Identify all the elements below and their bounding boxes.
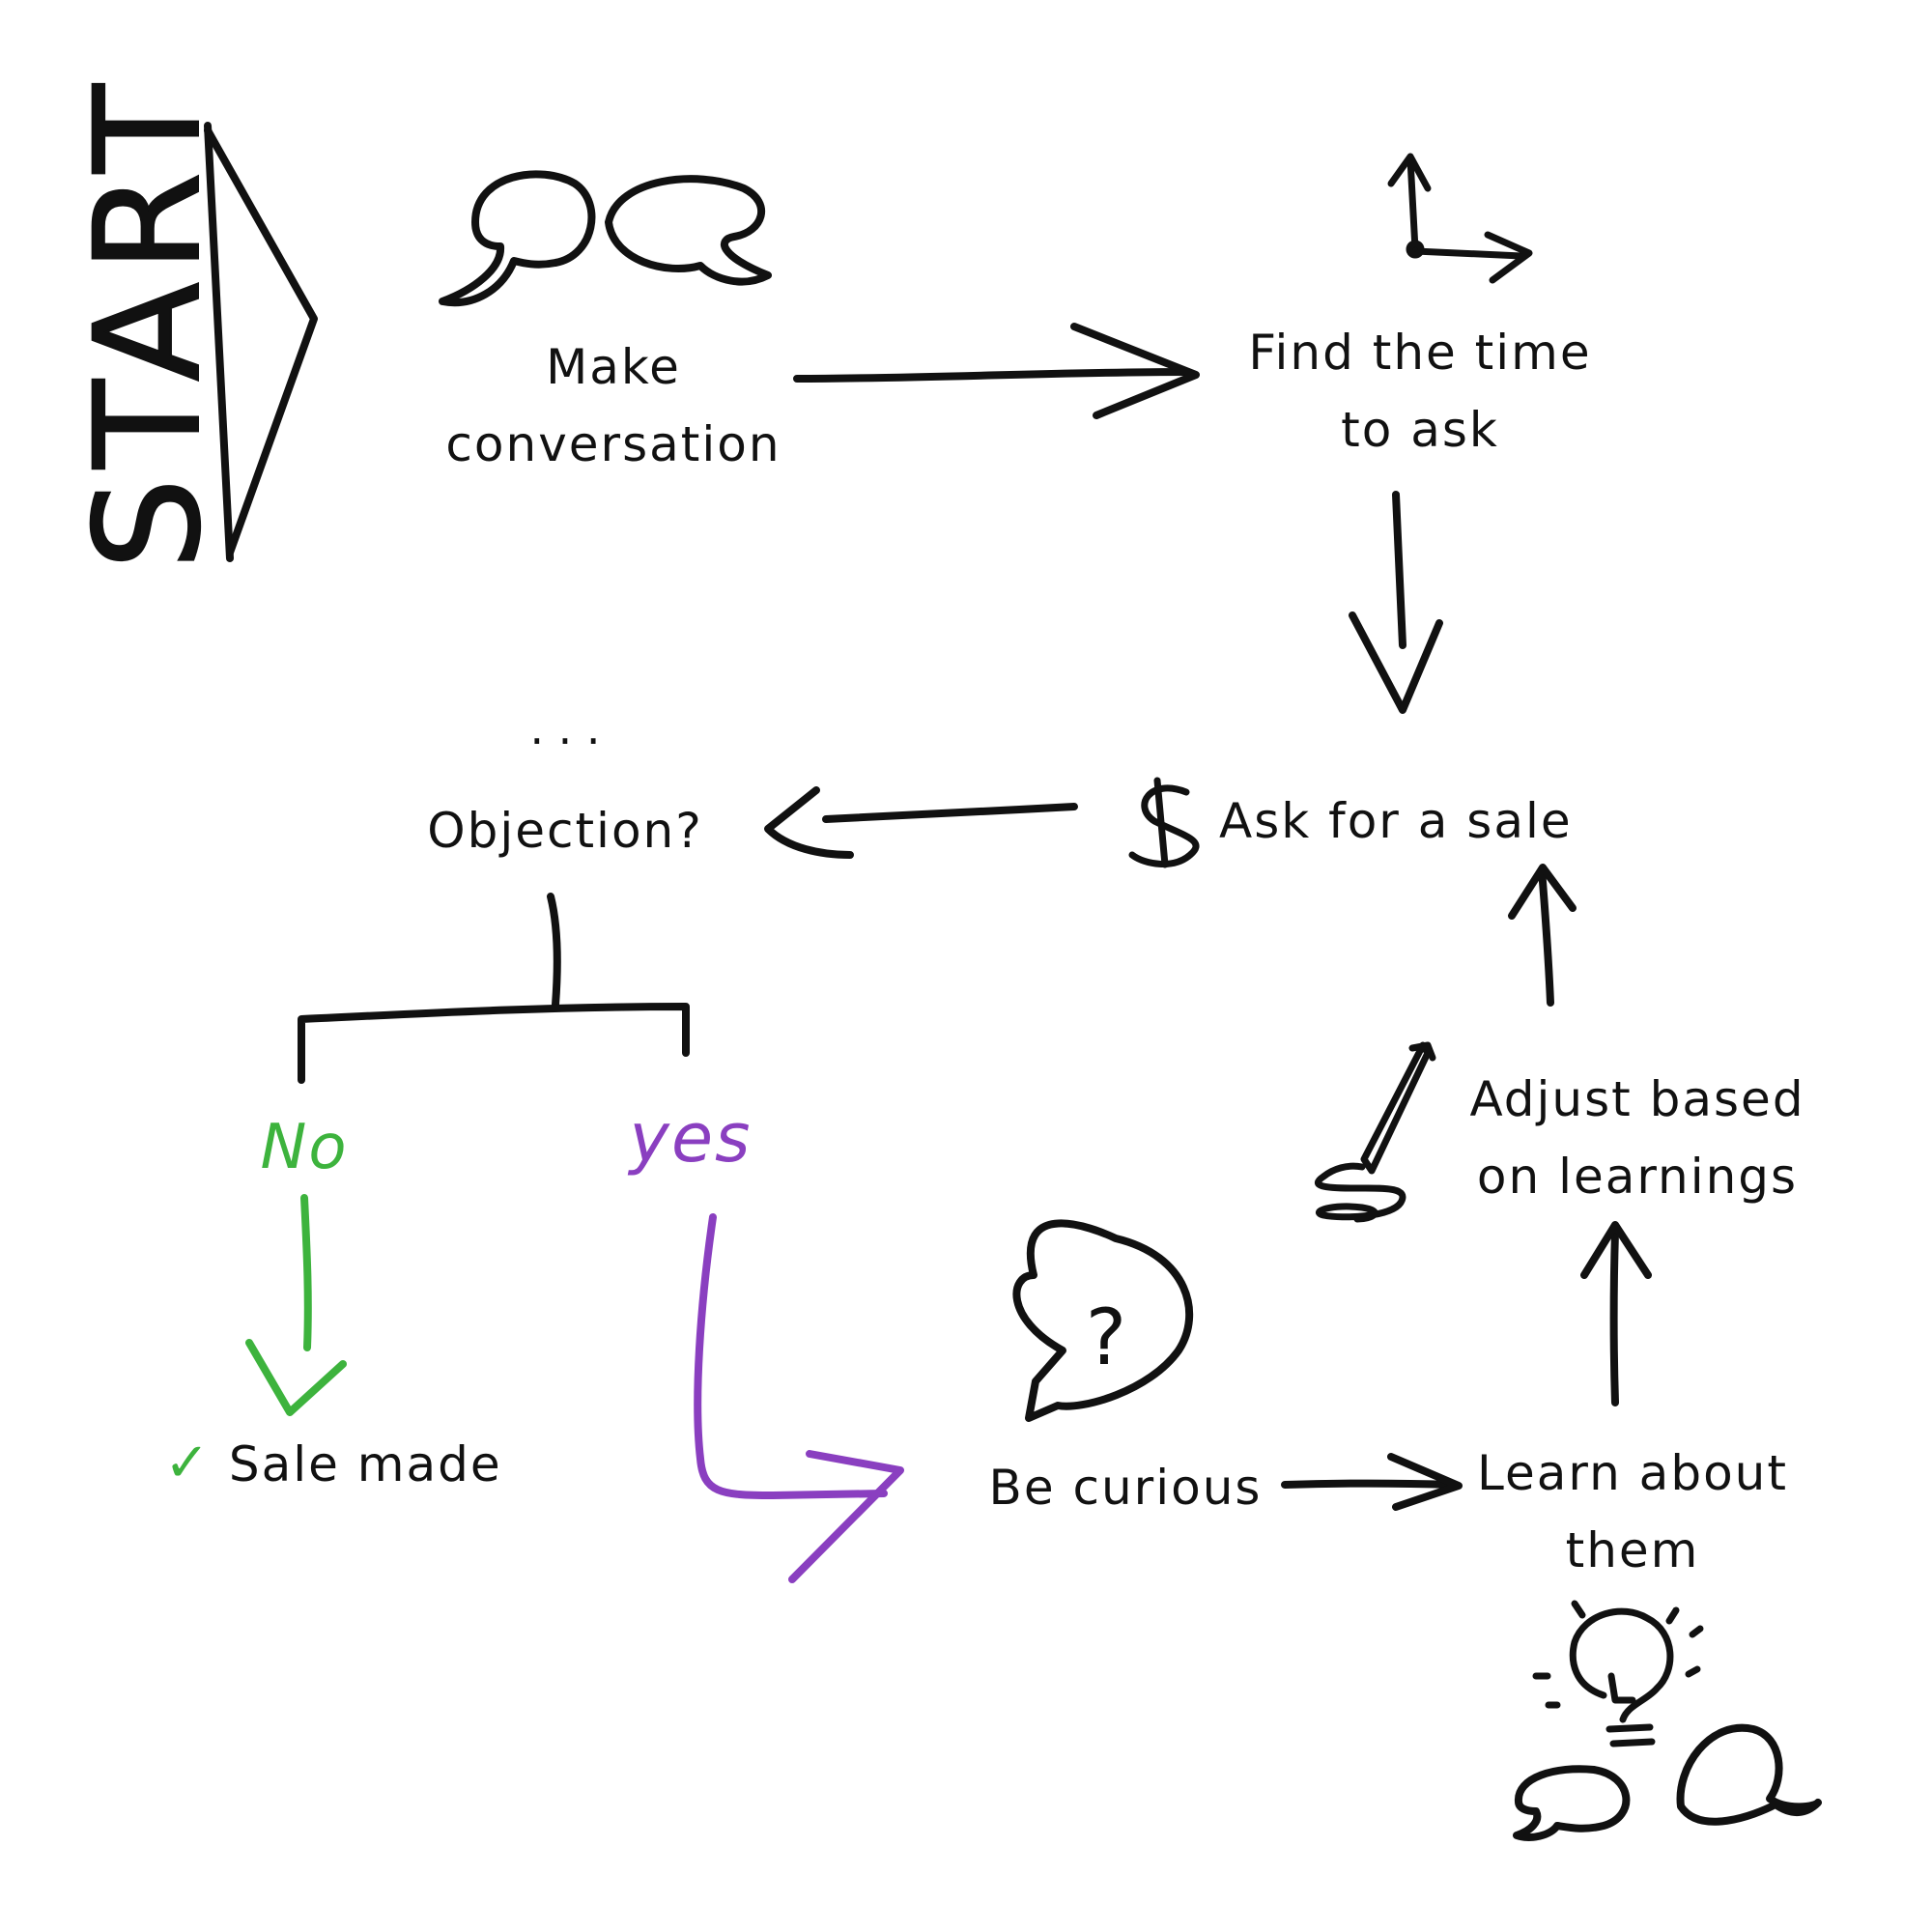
make-conversation-line2: conversation — [445, 416, 781, 472]
learn-about-line2: them — [1565, 1522, 1700, 1578]
arrow-to-adjust — [1580, 1221, 1652, 1406]
objection-label: Objection? — [427, 803, 703, 859]
node-ask-sale: Ask for a sale — [1219, 782, 1605, 860]
node-find-time: Find the time to ask — [1227, 314, 1613, 469]
no-arrow-line — [300, 1194, 312, 1351]
check-icon: ✓ — [164, 1432, 212, 1494]
node-no: No — [222, 1109, 386, 1186]
node-objection: Objection? — [406, 792, 724, 869]
arrow-to-ask-sale — [1349, 491, 1443, 714]
no-arrow-head — [245, 1339, 347, 1416]
lightbulb-icon — [1532, 1600, 1704, 1747]
axes-arrows-icon — [1387, 153, 1533, 284]
no-branch — [245, 1194, 347, 1416]
dollar-icon — [1128, 777, 1200, 868]
adjust-line1: Adjust based — [1469, 1071, 1805, 1127]
yes-label: yes — [629, 1098, 753, 1178]
node-learn-about: Learn about them — [1468, 1435, 1797, 1589]
branch-connector — [298, 893, 690, 1084]
make-conversation-line1: Make — [546, 339, 681, 395]
yes-arrow-head — [788, 1450, 904, 1583]
node-yes: yes — [609, 1099, 773, 1177]
question-bubble-icon — [1012, 1219, 1194, 1422]
arrow-to-ask-sale-from-adjust — [1508, 864, 1577, 1007]
yes-branch — [694, 1213, 904, 1583]
arrow-to-learn — [1281, 1453, 1463, 1511]
pen-icon — [1314, 1041, 1436, 1223]
arrow-to-find-time — [793, 323, 1200, 419]
sale-made-label: Sale made — [228, 1436, 502, 1492]
find-time-line2: to ask — [1341, 402, 1499, 458]
yes-arrow-line — [694, 1213, 888, 1499]
node-adjust: Adjust based on learnings — [1463, 1061, 1811, 1215]
find-time-line1: Find the time — [1248, 325, 1592, 381]
question-mark: ? — [1086, 1293, 1126, 1382]
be-curious-label: Be curious — [988, 1460, 1263, 1516]
ask-sale-label: Ask for a sale — [1219, 793, 1573, 849]
learn-about-line1: Learn about — [1477, 1445, 1788, 1501]
arrow-start-icon — [204, 122, 318, 562]
adjust-line2: on learnings — [1476, 1149, 1799, 1205]
node-make-conversation: Make conversation — [435, 328, 792, 483]
start-block: START — [64, 73, 318, 571]
node-sale-made: ✓ Sale made — [164, 1425, 500, 1503]
arrow-to-objection — [764, 786, 1078, 859]
no-label: No — [260, 1112, 349, 1183]
ellipsis: . . . — [529, 702, 600, 754]
speech-bubbles-bottom-icon — [1513, 1723, 1822, 1841]
node-be-curious: Be curious — [980, 1449, 1270, 1526]
speech-bubbles-icon — [439, 170, 772, 307]
